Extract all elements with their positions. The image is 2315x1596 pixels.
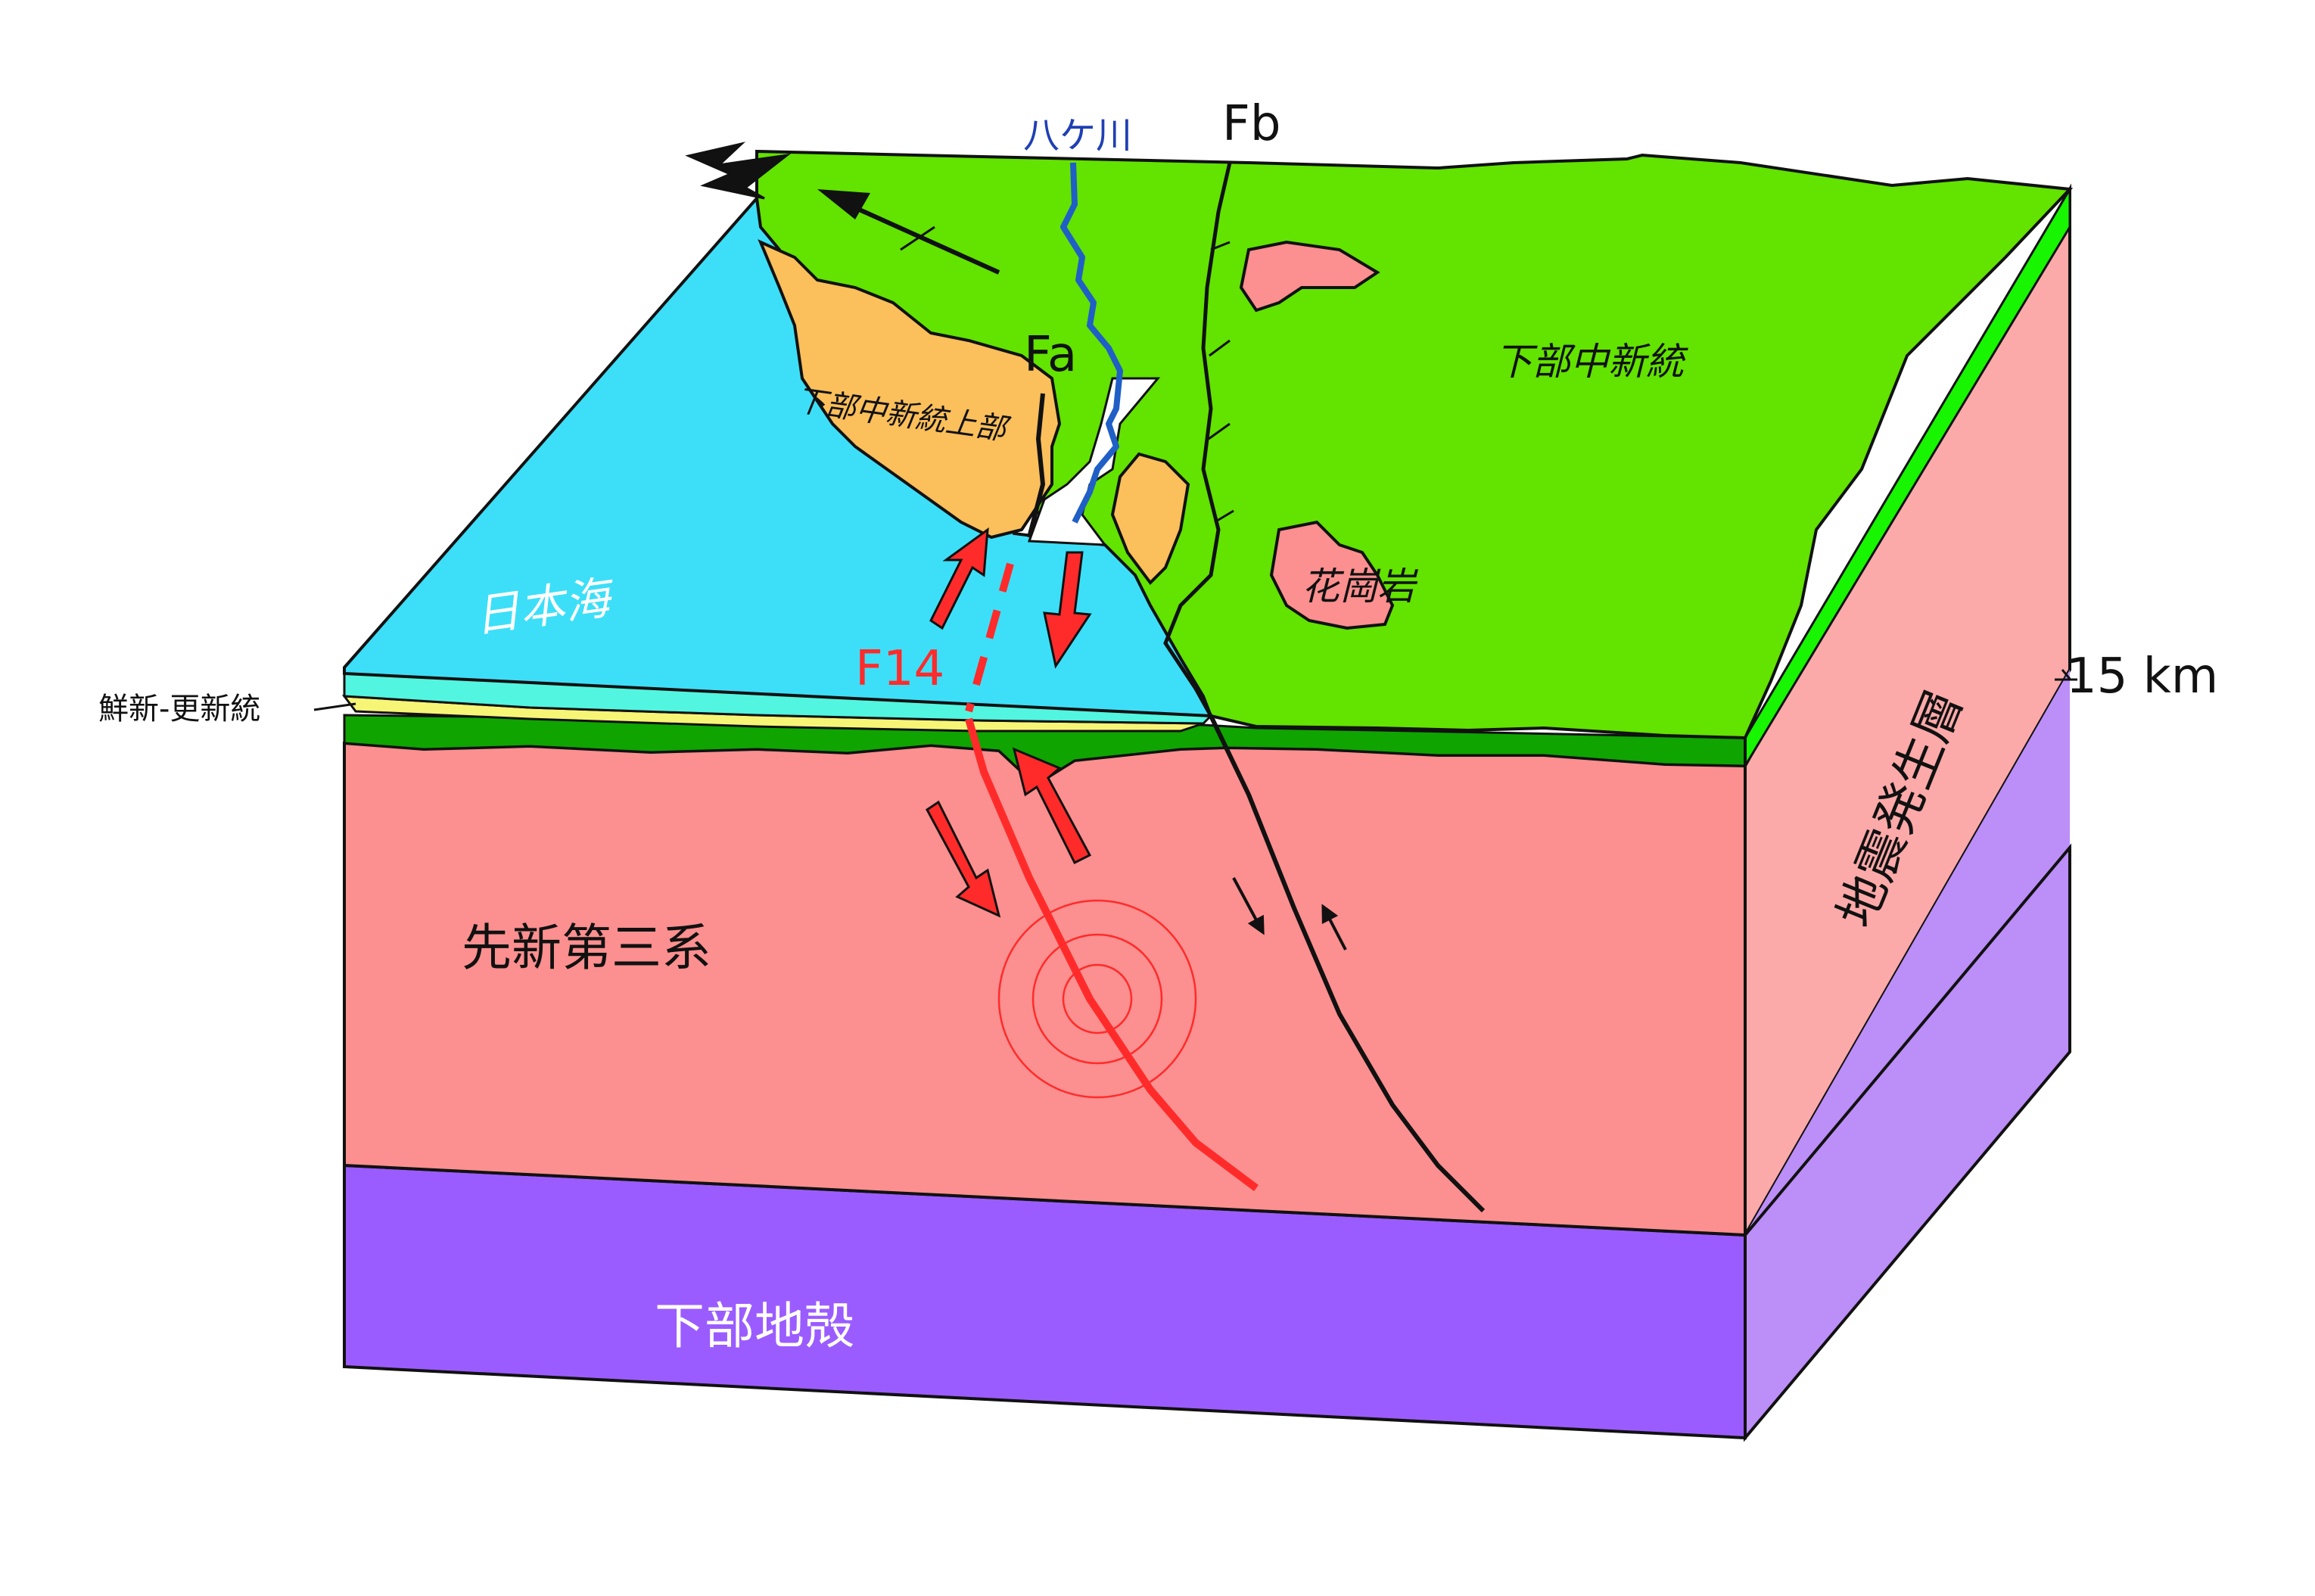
north-arrow-icon xyxy=(685,142,1000,275)
hypocenter-rings xyxy=(997,899,1197,1099)
upper-miocene-outcrop-right xyxy=(1110,452,1190,586)
pre-neogene-front xyxy=(343,741,1747,1237)
granite-body-north xyxy=(1239,240,1380,313)
purple-side-face xyxy=(1745,670,2070,1235)
fault-fb-surface-trace xyxy=(1163,162,1232,717)
fault-f14-front xyxy=(965,717,1259,1191)
lower-miocene-label: 下部中新統 xyxy=(1495,340,1688,384)
fault-fb-front xyxy=(1209,714,1486,1213)
fault-fb-tick-marks xyxy=(1208,241,1234,524)
fault-fb-label: Fb xyxy=(1222,96,1280,152)
granite-body-south xyxy=(1269,520,1395,630)
river-label: 八ケ川 xyxy=(1023,114,1132,157)
alluvium-patch xyxy=(1027,377,1161,546)
granite-label: 花崗岩 xyxy=(1302,565,1418,608)
plio-pleistocene-label: 鮮新-更新統 xyxy=(98,692,260,726)
plio-pleistocene-leader xyxy=(313,702,356,711)
fault-f14-surface-trace xyxy=(965,562,1014,713)
upper-miocene-outcrop-left xyxy=(758,239,1062,540)
fault-fa-surface-trace xyxy=(1027,393,1046,538)
fault-fa-label: Fa xyxy=(1024,327,1077,383)
f14-slip-arrows xyxy=(926,527,1092,918)
depth-label: 15 km xyxy=(2066,649,2218,705)
miocene-band-front xyxy=(343,714,1747,781)
fault-f14-label: F14 xyxy=(855,641,944,697)
river-hakkegawa xyxy=(1060,162,1123,524)
depth-leader xyxy=(2061,669,2071,680)
pre-neogene-label: 先新第三系 xyxy=(462,919,711,977)
lower-crust-label: 下部地殻 xyxy=(655,1297,854,1355)
fb-slip-arrows xyxy=(1232,877,1347,950)
